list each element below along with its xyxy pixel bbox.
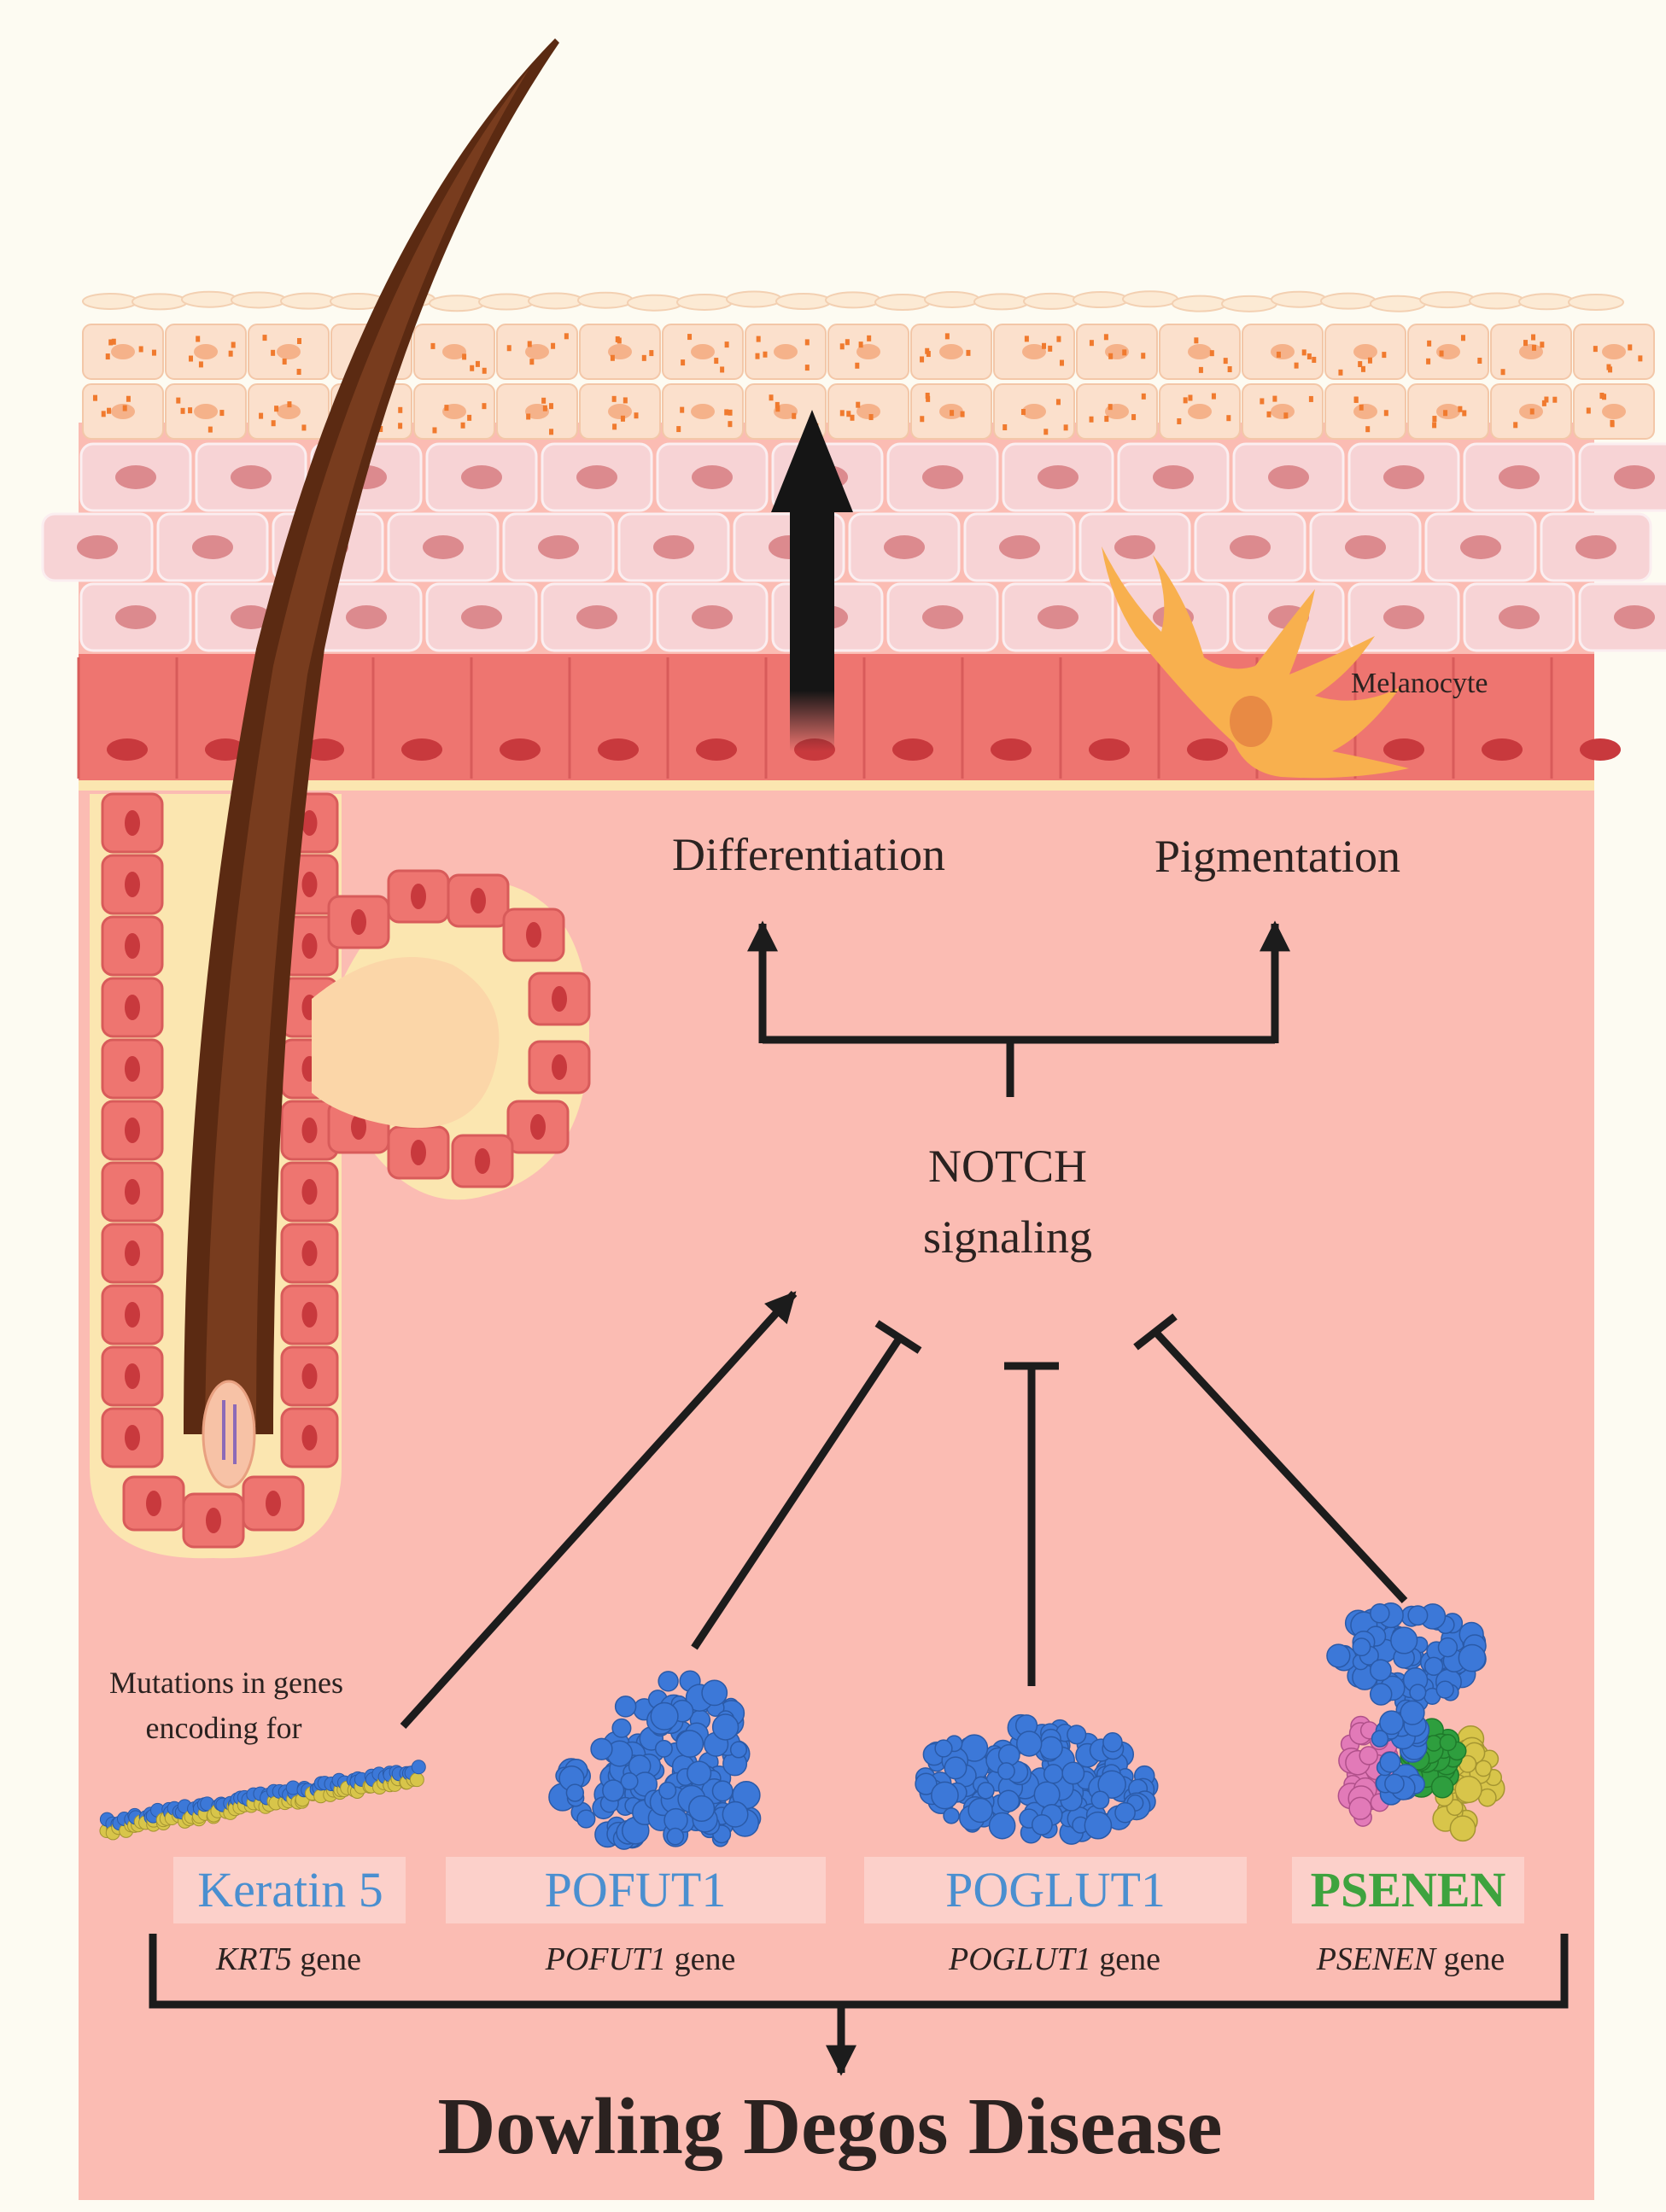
psenen-label-box: [1292, 1857, 1524, 1923]
psenen-label: PSENEN: [1310, 1862, 1506, 1917]
krt5-activation-arrow: [400, 1290, 798, 1730]
disease-title: Dowling Degos Disease: [437, 2082, 1223, 2171]
notch-output-arrows: [747, 920, 1290, 1097]
melanocyte-label: Melanocyte: [1351, 668, 1488, 699]
psenen-gene-suffix: gene: [1435, 1941, 1505, 1977]
psenen-gene-label: PSENEN gene: [1317, 1941, 1505, 1978]
psenen-inhibition-bar: [1133, 1313, 1178, 1351]
keratin-5-label: Keratin 5: [197, 1862, 383, 1917]
pofut1-gene-label: POFUT1 gene: [546, 1941, 736, 1978]
psenen-protein-icon: [1326, 1602, 1505, 1842]
granular-layer: [82, 290, 1655, 440]
poglut1-protein-icon: [915, 1713, 1159, 1845]
pofut1-gene-suffix: gene: [666, 1941, 736, 1977]
poglut1-gene-label: POGLUT1 gene: [949, 1941, 1160, 1978]
krt5-gene-label: KRT5 gene: [216, 1941, 361, 1978]
poglut1-gene-symbol: POGLUT1: [948, 1941, 1091, 1977]
differentiation-label: Differentiation: [672, 829, 945, 880]
pofut1-label: POFUT1: [544, 1862, 727, 1917]
pofut1-label-box: [446, 1857, 826, 1923]
poglut1-label: POGLUT1: [945, 1862, 1166, 1917]
krt5-gene-suffix: gene: [291, 1941, 361, 1977]
mutations-caption-line1: Mutations in genes: [109, 1666, 343, 1700]
melanocyte-cell: [1102, 546, 1409, 779]
hair-shaft: [184, 38, 559, 1489]
poglut1-gene-suffix: gene: [1090, 1941, 1161, 1977]
psenen-inhibition-line: [1152, 1328, 1408, 1604]
keratin-5-label-box: [173, 1857, 406, 1923]
differentiation-arrow: [771, 410, 853, 751]
psenen-gene-symbol: PSENEN: [1316, 1941, 1436, 1977]
gene-effect-lines: [400, 1290, 1408, 1730]
poglut1-label-box: [864, 1857, 1247, 1923]
notch-signaling-line2: signaling: [923, 1211, 1092, 1263]
keratin-5-protein-icon: [99, 1760, 426, 1841]
mutations-caption-line2: encoding for: [145, 1711, 302, 1745]
notch-signaling-line1: NOTCH: [928, 1141, 1087, 1192]
pofut1-gene-symbol: POFUT1: [545, 1941, 667, 1977]
krt5-gene-symbol: KRT5: [216, 1941, 292, 1977]
pigmentation-label: Pigmentation: [1155, 831, 1400, 882]
pofut1-inhibition-bar: [874, 1320, 922, 1354]
pofut1-inhibition-line: [691, 1334, 904, 1650]
disease-bracket: [149, 1934, 1569, 2076]
pofut1-protein-icon: [548, 1670, 762, 1850]
basement-membrane: [79, 780, 1594, 791]
sebaceous-lumen: [312, 957, 500, 1129]
